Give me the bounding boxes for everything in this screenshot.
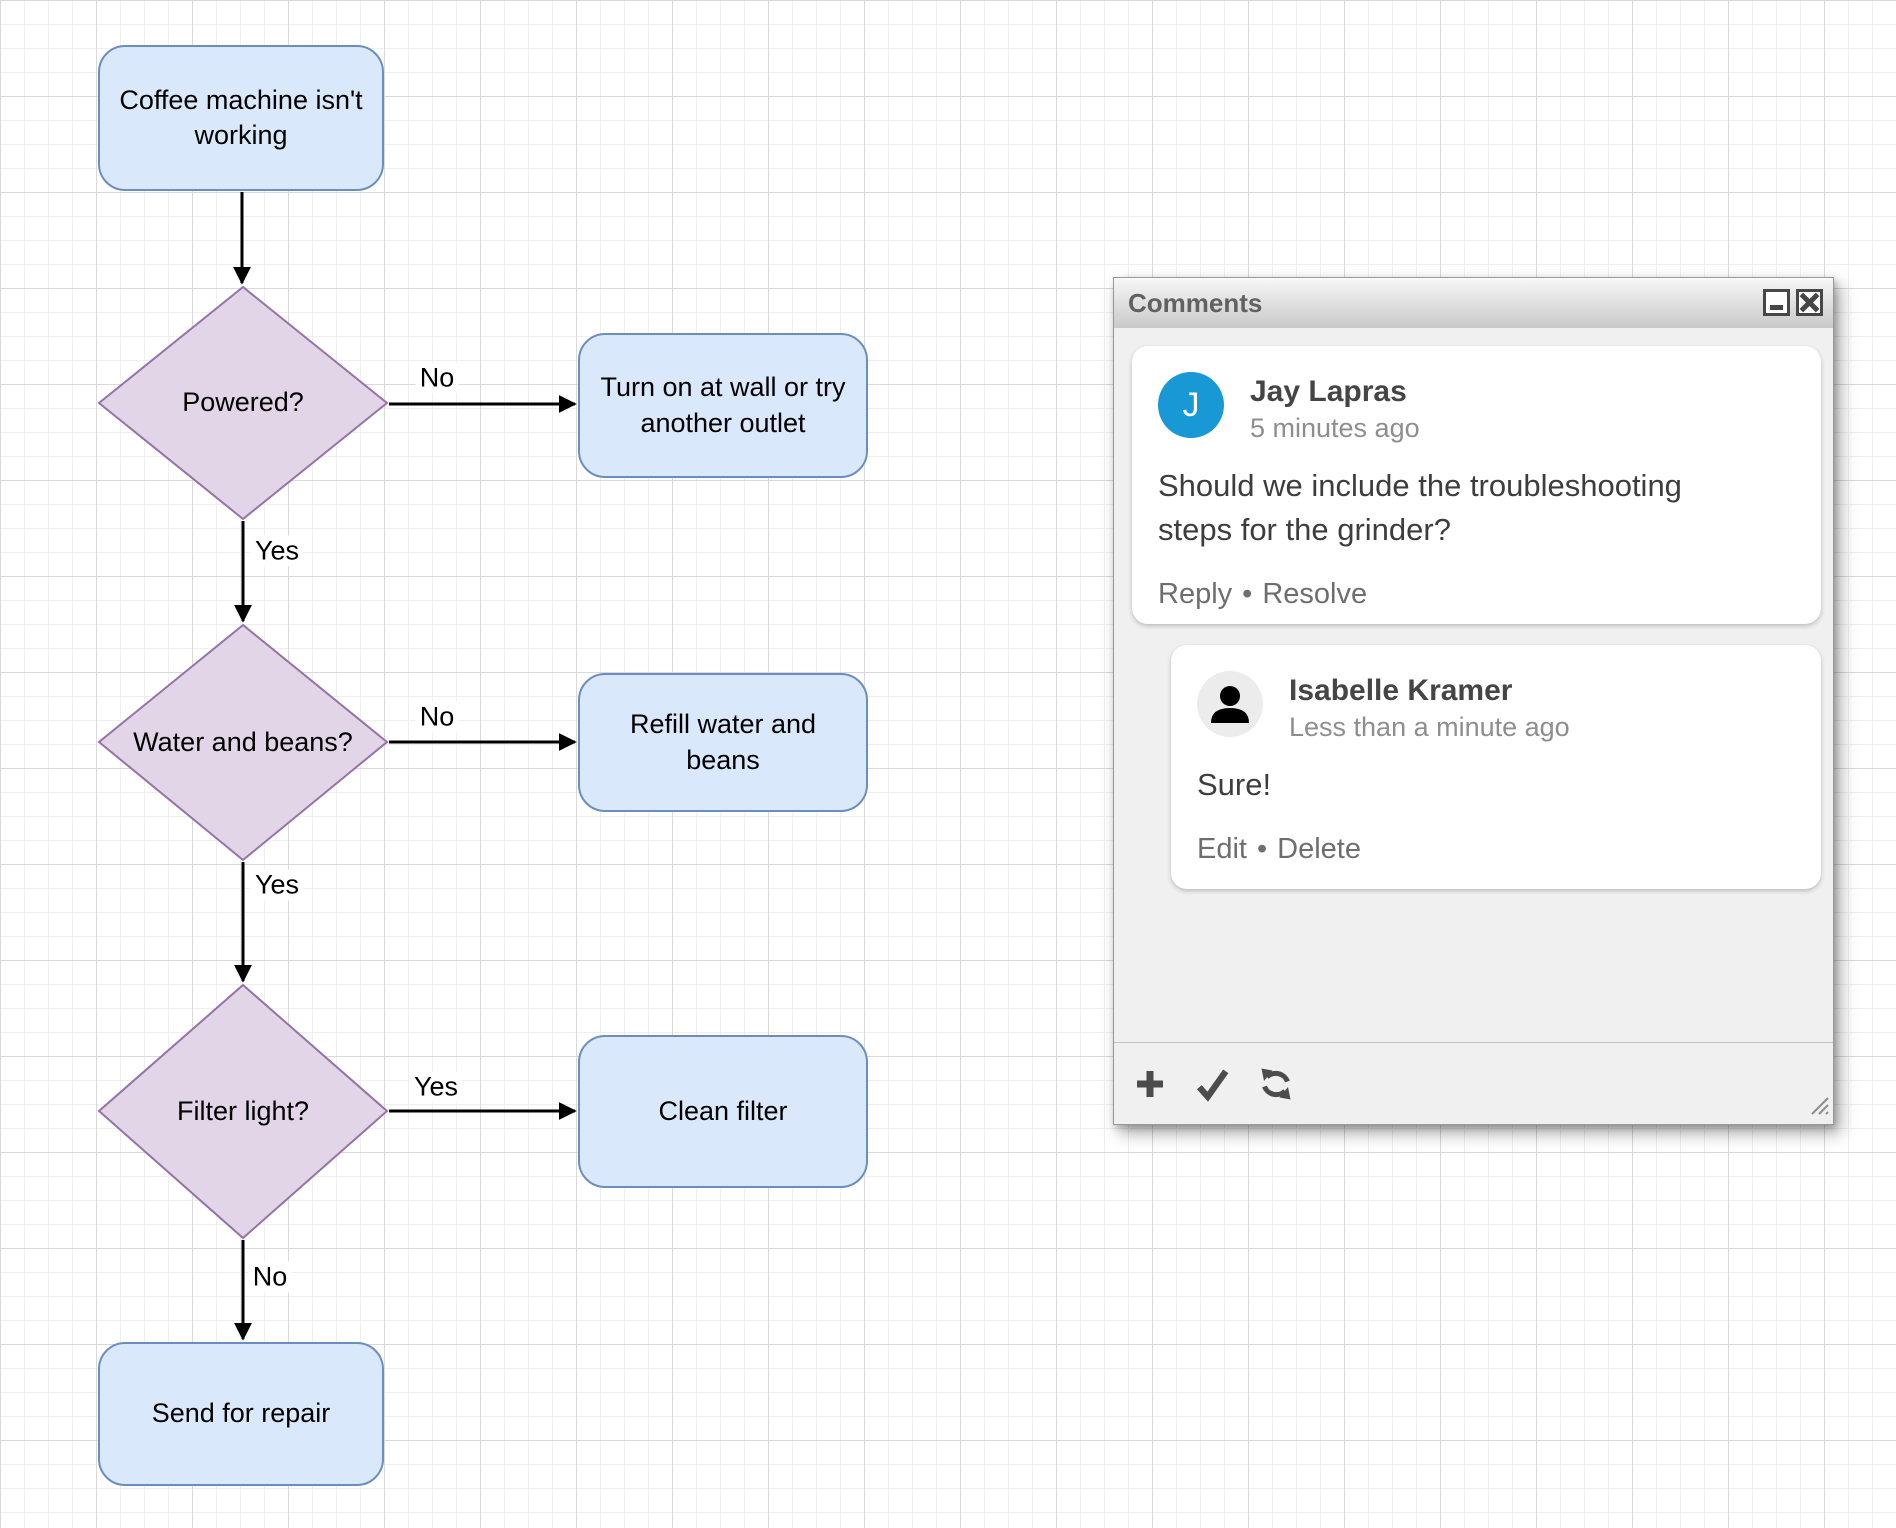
edge-label-powered-no[interactable]: No — [415, 362, 459, 394]
delete-link[interactable]: Delete — [1277, 833, 1361, 866]
node-start[interactable]: Coffee machine isn't working — [119, 84, 363, 150]
person-icon — [1211, 686, 1249, 723]
close-icon — [1799, 292, 1820, 313]
comments-window-title: Comments — [1128, 288, 1263, 318]
comment-timestamp: 5 minutes ago — [1250, 413, 1420, 443]
decision-nodes — [97, 285, 389, 1240]
close-button[interactable] — [1796, 289, 1823, 316]
avatar-jay: J — [1158, 372, 1224, 438]
check-icon — [1196, 1068, 1229, 1102]
window-controls — [1763, 289, 1823, 316]
edges — [233, 192, 577, 1341]
comment-header: Isabelle Kramer Less than a minute ago — [1197, 671, 1795, 743]
avatar-initial: J — [1182, 386, 1200, 424]
process-nodes — [98, 45, 868, 1486]
comments-window-titlebar[interactable]: Comments — [1114, 278, 1833, 330]
comment-author-block: Jay Lapras 5 minutes ago — [1250, 372, 1420, 444]
node-refill-shape[interactable] — [578, 673, 868, 812]
comment-actions: Edit • Delete — [1197, 833, 1795, 866]
edge-label-water-yes[interactable]: Yes — [250, 869, 304, 901]
comment-header: J Jay Lapras 5 minutes ago — [1158, 372, 1795, 444]
node-outlet-shape[interactable] — [578, 333, 868, 478]
reply-link[interactable]: Reply — [1158, 578, 1233, 611]
node-clean-filter-shape[interactable] — [578, 1035, 868, 1188]
avatar-isabelle — [1197, 671, 1263, 737]
node-filter-light-shape[interactable] — [97, 983, 389, 1240]
node-filter-light[interactable]: Filter light? — [176, 1095, 310, 1126]
node-outlet[interactable]: Turn on at wall or try another outlet — [600, 372, 846, 438]
comment-author-block: Isabelle Kramer Less than a minute ago — [1289, 671, 1570, 743]
resize-grip-icon — [1811, 1097, 1829, 1115]
node-start-shape[interactable] — [98, 45, 384, 191]
separator-dot: • — [1256, 833, 1268, 866]
comment-author: Jay Lapras — [1250, 375, 1407, 408]
comment-card-isabelle: Isabelle Kramer Less than a minute ago S… — [1171, 645, 1821, 889]
separator-dot: • — [1242, 578, 1253, 611]
comment-timestamp: Less than a minute ago — [1289, 712, 1570, 742]
refresh-icon — [1261, 1068, 1291, 1099]
comment-card-jay: J Jay Lapras 5 minutes ago Should we inc… — [1132, 346, 1821, 624]
node-repair-shape[interactable] — [98, 1342, 384, 1486]
node-water-beans[interactable]: Water and beans? — [133, 726, 353, 757]
resolve-link[interactable]: Resolve — [1262, 578, 1368, 611]
node-powered-shape[interactable] — [97, 285, 389, 521]
comment-author: Isabelle Kramer — [1289, 674, 1513, 707]
node-repair[interactable]: Send for repair — [151, 1398, 331, 1429]
node-water-beans-shape[interactable] — [97, 623, 389, 862]
minimize-button[interactable] — [1763, 289, 1790, 316]
comment-actions: Reply • Resolve — [1158, 578, 1795, 611]
comments-toolbar — [1114, 1042, 1833, 1124]
add-comment-icon — [1137, 1070, 1163, 1097]
edge-label-filter-no[interactable]: No — [248, 1261, 292, 1293]
comment-body: Should we include the troubleshooting st… — [1158, 468, 1682, 548]
refresh-button[interactable] — [1258, 1066, 1294, 1102]
node-refill[interactable]: Refill water and beans — [629, 709, 817, 775]
minimize-icon — [1770, 305, 1783, 310]
edit-link[interactable]: Edit — [1197, 833, 1247, 866]
show-resolved-button[interactable] — [1194, 1066, 1230, 1102]
edge-label-water-no[interactable]: No — [415, 701, 459, 733]
edge-label-powered-yes[interactable]: Yes — [250, 535, 304, 567]
node-clean-filter[interactable]: Clean filter — [658, 1095, 788, 1126]
comment-body: Sure! — [1197, 767, 1272, 802]
edge-label-filter-yes[interactable]: Yes — [409, 1071, 463, 1103]
comments-window: Comments J Jay Lapras 5 minutes ago — [1113, 277, 1834, 1125]
add-comment-button[interactable] — [1134, 1068, 1166, 1100]
node-powered[interactable]: Powered? — [182, 387, 304, 418]
resize-handle[interactable] — [1803, 1089, 1829, 1120]
